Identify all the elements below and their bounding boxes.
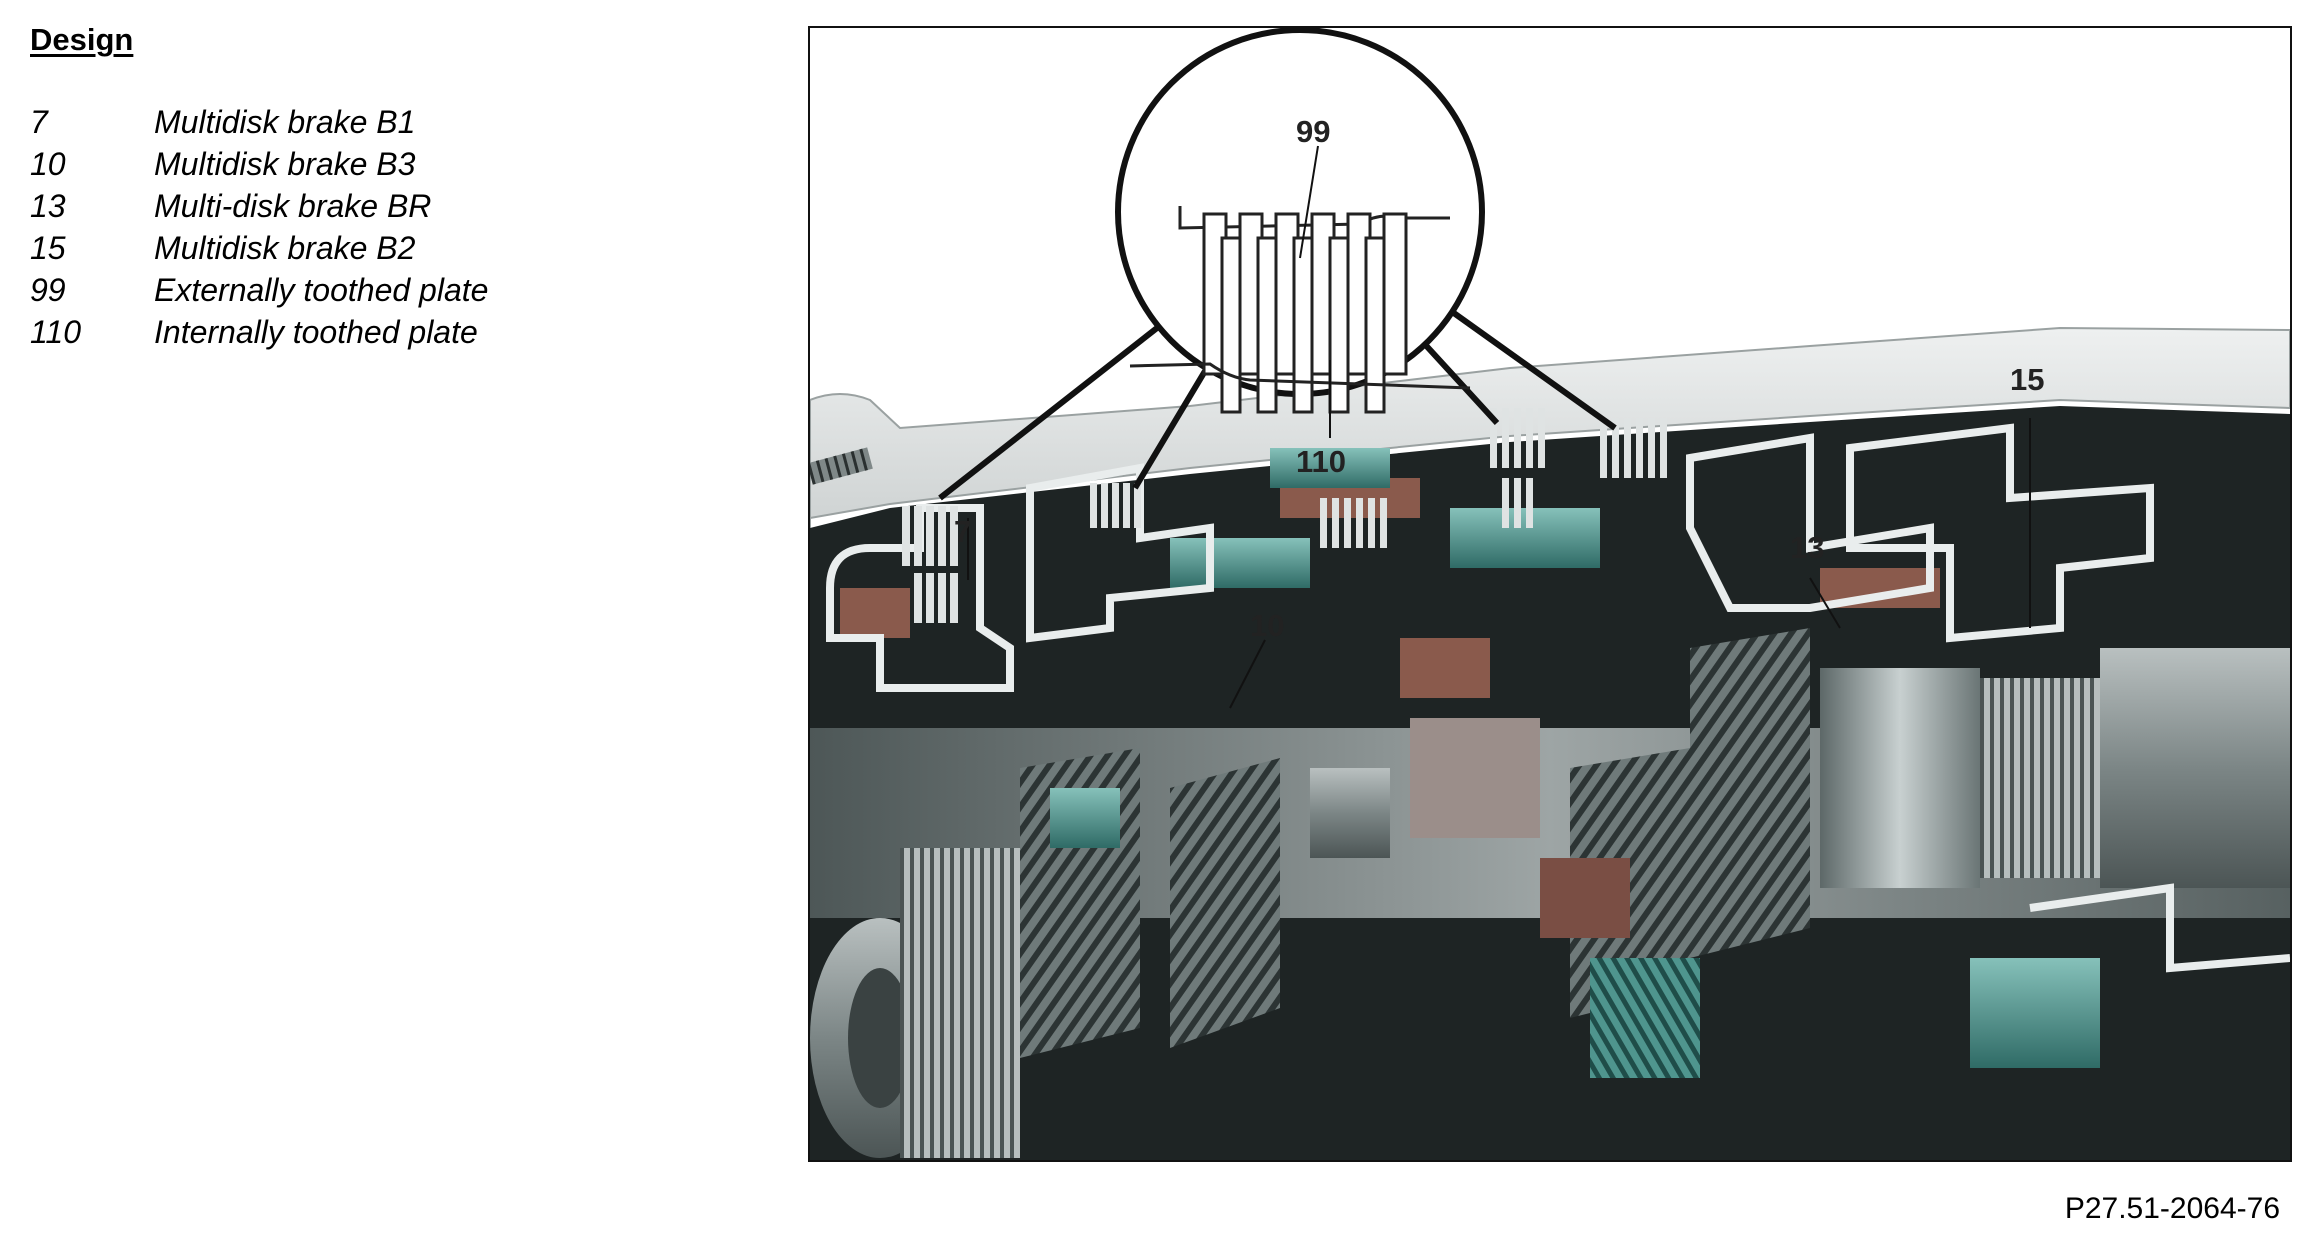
callout-110: 110 xyxy=(1296,444,1346,479)
legend-item: 10 Multidisk brake B3 xyxy=(30,146,730,188)
output-drum xyxy=(1820,668,1980,888)
teal-band-1 xyxy=(1270,448,1390,488)
figure-reference-code: P27.51-2064-76 xyxy=(2064,1192,2280,1225)
clutch-pack-b2 xyxy=(1600,418,1667,478)
output-shaft xyxy=(2100,648,2290,888)
bearing-cage xyxy=(900,848,1020,1158)
transmission-cutaway-figure: 7 10 13 15 99 110 xyxy=(808,26,2292,1162)
teal-sun-gear xyxy=(1590,958,1700,1078)
b1-housing-outline xyxy=(826,504,1014,692)
ring-gear-1 xyxy=(1310,768,1390,858)
legend-item: 15 Multidisk brake B2 xyxy=(30,230,730,272)
legend-item: 7 Multidisk brake B1 xyxy=(30,104,730,146)
callout-15: 15 xyxy=(2010,362,2044,397)
legend-number: 13 xyxy=(30,188,66,224)
legend-item: 99 Externally toothed plate xyxy=(30,272,730,314)
teal-band-2 xyxy=(1170,538,1310,588)
teal-band-4 xyxy=(1970,958,2100,1068)
legend-item: 13 Multi-disk brake BR xyxy=(30,188,730,230)
legend-description: Multidisk brake B3 xyxy=(154,146,416,182)
planet-carrier xyxy=(1410,718,1540,838)
legend-list: 7 Multidisk brake B1 10 Multidisk brake … xyxy=(30,104,730,356)
legend-description: Internally toothed plate xyxy=(154,314,478,350)
br-b2-housing-outline xyxy=(1846,423,2154,643)
callout-10: 10 xyxy=(1250,608,1284,643)
output-spline xyxy=(1980,678,2100,878)
legend-number: 110 xyxy=(30,314,82,350)
legend-number: 99 xyxy=(30,272,66,308)
clutch-pack-b3 xyxy=(1090,483,1141,528)
teal-carrier-1 xyxy=(1050,788,1120,848)
helical-gear-4 xyxy=(1690,628,1810,958)
callout-7: 7 xyxy=(954,514,971,549)
center-housing-outline xyxy=(1686,433,1934,612)
input-drum-hub xyxy=(848,968,912,1108)
transmission-cutaway-svg: 7 10 13 15 99 110 xyxy=(810,28,2290,1160)
leader-13 xyxy=(1809,577,1841,629)
detail-magnifier xyxy=(938,28,1617,501)
section-heading: Design xyxy=(30,22,134,57)
helical-gear-2 xyxy=(1170,758,1280,1048)
legend-description: Multidisk brake B1 xyxy=(154,104,416,140)
legend-number: 7 xyxy=(30,104,48,140)
legend-number: 10 xyxy=(30,146,66,182)
return-spring xyxy=(810,447,873,485)
callout-13: 13 xyxy=(1790,530,1824,565)
lower-housing-outline xyxy=(2029,883,2290,973)
brown-piston-1 xyxy=(840,588,910,638)
brown-piston-2 xyxy=(1400,638,1490,698)
callout-99: 99 xyxy=(1296,114,1330,149)
brown-hub xyxy=(1540,858,1630,938)
clutch-pack-center xyxy=(1320,498,1387,548)
clutch-pack-b1 xyxy=(902,506,958,623)
legend-description: Externally toothed plate xyxy=(154,272,489,308)
teal-band-3 xyxy=(1450,508,1600,568)
clutch-pack-br xyxy=(1490,408,1545,528)
legend-item: 110 Internally toothed plate xyxy=(30,314,730,356)
legend-description: Multidisk brake B2 xyxy=(154,230,416,266)
legend-number: 15 xyxy=(30,230,66,266)
leader-10 xyxy=(1229,639,1266,709)
legend-description: Multi-disk brake BR xyxy=(154,188,432,224)
